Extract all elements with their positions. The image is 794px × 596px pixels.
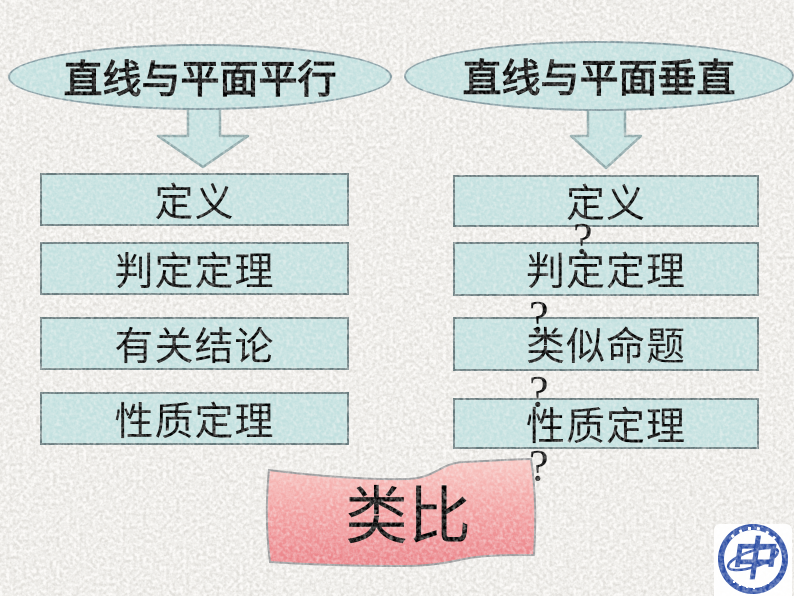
school-logo: 中 xyxy=(714,524,792,596)
ribbon-label: 类比 xyxy=(345,482,471,552)
logo-zhong-glyph: 中 xyxy=(729,533,782,585)
